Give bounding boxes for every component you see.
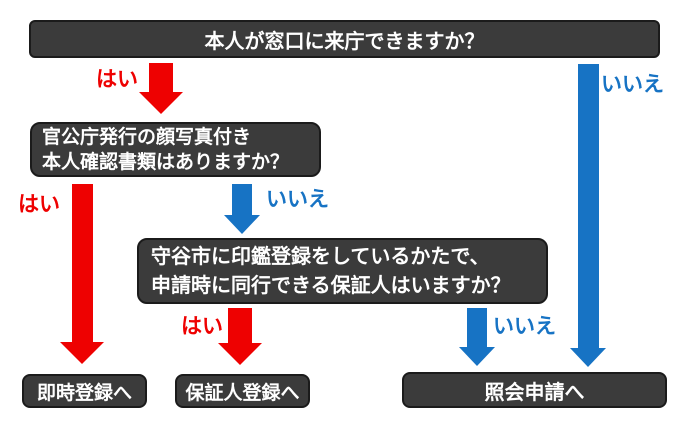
arrow-shaft xyxy=(577,64,599,348)
yes-arrow-q3-to-guarantor xyxy=(218,308,262,365)
arrow-head xyxy=(218,343,262,365)
decision-box-guarantor: 守谷市に印鑑登録をしているかたで、 申請時に同行できる保証人はいますか？ xyxy=(137,238,548,304)
edge-label-yes-1: はい xyxy=(96,67,138,91)
edge-label-no-2: いいえ xyxy=(266,187,329,211)
decision-box-photo-id: 官公庁発行の顔写真付き 本人確認書類はありますか？ xyxy=(30,122,321,177)
result-box-immediate-text: 即時登録へ xyxy=(36,381,132,404)
decision-box-guarantor-line2: 申請時に同行できる保証人はいますか？ xyxy=(151,273,511,297)
no-arrow-q2-to-q3 xyxy=(224,184,260,234)
decision-box-guarantor-line1: 守谷市に印鑑登録をしているかたで、 xyxy=(151,244,490,268)
arrow-shaft xyxy=(149,63,173,92)
decision-box-visit-in-person: 本人が窓口に来庁できますか？ xyxy=(29,20,660,58)
result-box-inquiry-application: 照会申請へ xyxy=(402,372,667,408)
decision-box-visit-text: 本人が窓口に来庁できますか？ xyxy=(204,28,485,53)
no-arrow-q3-to-inquiry xyxy=(458,308,496,366)
arrow-head xyxy=(459,347,495,366)
arrow-shaft xyxy=(71,184,93,342)
arrow-head xyxy=(224,215,260,234)
result-box-guarantor-registration: 保証人登録へ xyxy=(175,374,310,408)
arrow-shaft xyxy=(228,308,252,343)
edge-label-no-1: いいえ xyxy=(601,72,664,96)
arrow-shaft xyxy=(232,184,252,215)
result-box-immediate-registration: 即時登録へ xyxy=(22,374,147,408)
result-box-inquiry-text: 照会申請へ xyxy=(484,379,585,404)
no-arrow-q1-to-inquiry xyxy=(569,64,607,367)
arrow-head xyxy=(570,348,606,367)
decision-box-photo-id-line2: 本人確認書類はありますか？ xyxy=(42,150,290,173)
result-box-guarantor-text: 保証人登録へ xyxy=(185,381,300,404)
edge-label-no-3: いいえ xyxy=(493,314,556,338)
yes-arrow-q1-to-q2 xyxy=(138,63,184,114)
edge-label-yes-3: はい xyxy=(181,314,223,338)
edge-label-yes-2: はい xyxy=(18,192,60,216)
arrow-shaft xyxy=(467,308,487,347)
decision-box-photo-id-line1: 官公庁発行の顔写真付き xyxy=(42,125,252,148)
yes-arrow-q2-to-immediate xyxy=(60,184,104,364)
arrow-head xyxy=(60,342,104,364)
arrow-head xyxy=(139,92,183,114)
